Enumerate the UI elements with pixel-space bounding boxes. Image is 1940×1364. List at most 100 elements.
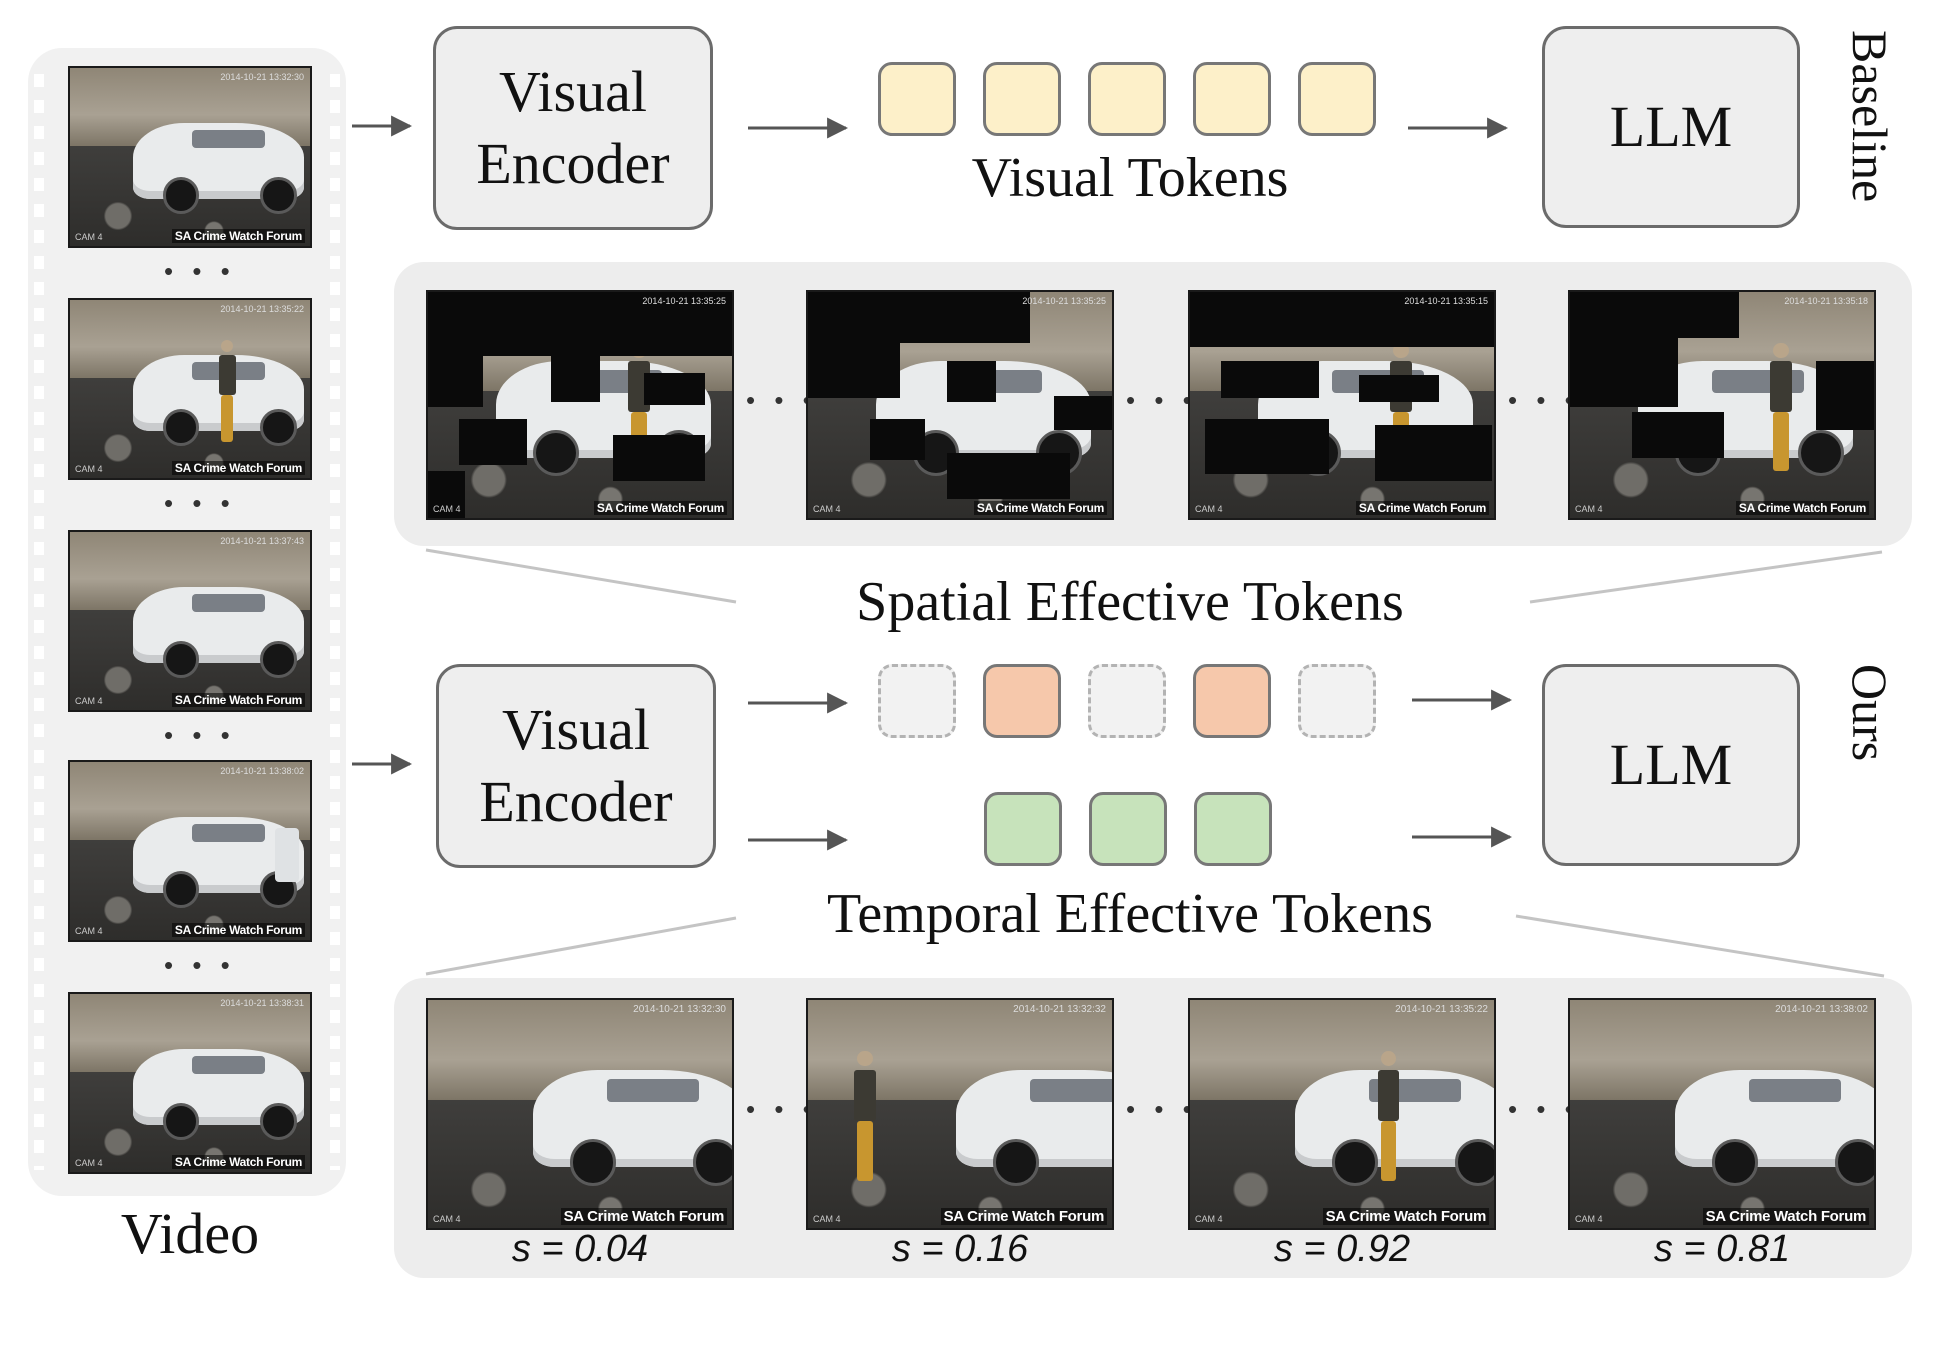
- car-window: [192, 593, 266, 613]
- person-legs: [1773, 411, 1789, 472]
- frame-watermark: SA Crime Watch Forum: [593, 501, 727, 515]
- frame-watermark: SA Crime Watch Forum: [1702, 1208, 1869, 1225]
- car-wheel: [692, 1139, 732, 1186]
- dropped-patch: [1631, 411, 1724, 458]
- visual-token: [1088, 62, 1166, 136]
- film-ellipsis-1: • • •: [164, 256, 236, 286]
- frame-timestamp: 2014-10-21 13:35:25: [642, 296, 726, 306]
- dropped-spatial-token: [1298, 664, 1376, 738]
- dropped-patch: [643, 372, 706, 405]
- zoom-line-temporal-left: [425, 916, 737, 976]
- car-wheel: [1454, 1139, 1494, 1186]
- dropped-patch: [1374, 425, 1492, 481]
- frame-camera-label: CAM 4: [813, 1214, 841, 1224]
- frame-camera-label: CAM 4: [75, 926, 103, 936]
- frame-watermark: SA Crime Watch Forum: [1322, 1208, 1489, 1225]
- frame-watermark: SA Crime Watch Forum: [1355, 501, 1489, 515]
- frame-camera-label: CAM 4: [1195, 504, 1223, 514]
- car-wheel: [1331, 1139, 1379, 1186]
- car-wheel: [162, 641, 200, 678]
- film-ellipsis-2: • • •: [164, 488, 236, 518]
- frame-scene: [70, 68, 310, 246]
- dropped-patch: [612, 434, 706, 481]
- dropped-spatial-token: [878, 664, 956, 738]
- dropped-patch: [1570, 292, 1740, 338]
- person-legs: [857, 1120, 873, 1181]
- temporal-effective-token: [984, 792, 1062, 866]
- baseline-visual-encoder: Visual Encoder: [433, 26, 713, 230]
- temporal-score: s = 0.92: [1273, 1228, 1411, 1270]
- frame-timestamp: 2014-10-21 13:35:25: [1022, 296, 1106, 306]
- ours-row-label: Ours: [1842, 664, 1898, 762]
- frame-watermark: SA Crime Watch Forum: [171, 923, 305, 937]
- car-wheel: [162, 409, 200, 446]
- frame-camera-label: CAM 4: [75, 232, 103, 242]
- film-ellipsis-4: • • •: [164, 950, 236, 980]
- frame-camera-label: CAM 4: [1195, 1214, 1223, 1224]
- film-sprocket-left: [34, 74, 44, 1170]
- frame-watermark: SA Crime Watch Forum: [1735, 501, 1869, 515]
- frame-timestamp: 2014-10-21 13:32:32: [1013, 1004, 1106, 1015]
- person-torso: [1770, 361, 1792, 412]
- dropped-patch: [1205, 418, 1329, 474]
- spatial-ellipsis-1: • • •: [746, 385, 818, 415]
- car-wheel: [162, 177, 200, 214]
- visual-token: [983, 62, 1061, 136]
- dropped-patch: [1220, 361, 1320, 398]
- car-wheel: [260, 1103, 297, 1140]
- person-head: [857, 1051, 873, 1067]
- dropped-patch: [1570, 338, 1678, 407]
- frame-timestamp: 2014-10-21 13:35:22: [220, 304, 304, 314]
- person-torso: [1377, 1069, 1400, 1121]
- frame-timestamp: 2014-10-21 13:35:22: [1395, 1004, 1488, 1015]
- frame-timestamp: 2014-10-21 13:38:02: [1775, 1004, 1868, 1015]
- visual-tokens-label: Visual Tokens: [971, 147, 1289, 209]
- zoom-line-spatial-left: [425, 548, 737, 604]
- temporal-score: s = 0.04: [511, 1228, 649, 1270]
- temporal-ellipsis-3: • • •: [1508, 1094, 1580, 1124]
- frame-timestamp: 2014-10-21 13:35:18: [1784, 296, 1868, 306]
- open-door: [274, 827, 300, 883]
- frame-timestamp: 2014-10-21 13:32:30: [633, 1004, 726, 1015]
- temporal-score: s = 0.81: [1653, 1228, 1791, 1270]
- dropped-patch: [428, 292, 732, 357]
- spatial-effective-token: [983, 664, 1061, 738]
- frame-camera-label: CAM 4: [813, 504, 841, 514]
- car-wheel: [162, 1103, 200, 1140]
- car-wheel: [1797, 430, 1844, 476]
- spatial-ellipsis-3: • • •: [1508, 385, 1580, 415]
- baseline-llm-label: LLM: [1609, 94, 1733, 159]
- person-head: [1773, 342, 1789, 358]
- frame-watermark: SA Crime Watch Forum: [171, 229, 305, 243]
- temporal-effective-tokens-label: Temporal Effective Tokens: [827, 883, 1433, 945]
- dropped-patch: [946, 453, 1070, 499]
- person-head: [1380, 1051, 1397, 1067]
- frame-scene: [428, 1000, 732, 1228]
- frame-timestamp: 2014-10-21 13:32:30: [220, 72, 304, 82]
- frame-camera-label: CAM 4: [433, 1214, 461, 1224]
- frame-camera-label: CAM 4: [75, 1158, 103, 1168]
- film-ellipsis-3: • • •: [164, 720, 236, 750]
- car-wheel: [1834, 1139, 1874, 1186]
- ours-llm: LLM: [1542, 664, 1800, 866]
- car-window: [192, 129, 266, 149]
- ours-llm-label: LLM: [1609, 732, 1733, 797]
- car-wheel: [532, 430, 579, 476]
- person-legs: [221, 394, 234, 442]
- frame-watermark: SA Crime Watch Forum: [940, 1208, 1107, 1225]
- dropped-patch: [1054, 395, 1112, 430]
- frame-camera-label: CAM 4: [75, 696, 103, 706]
- film-sprocket-right: [330, 74, 340, 1170]
- spatial-effective-tokens-label: Spatial Effective Tokens: [856, 571, 1404, 633]
- frame-timestamp: 2014-10-21 13:37:43: [220, 536, 304, 546]
- baseline-encoder-label: Visual Encoder: [476, 59, 670, 196]
- person-legs: [1380, 1120, 1397, 1181]
